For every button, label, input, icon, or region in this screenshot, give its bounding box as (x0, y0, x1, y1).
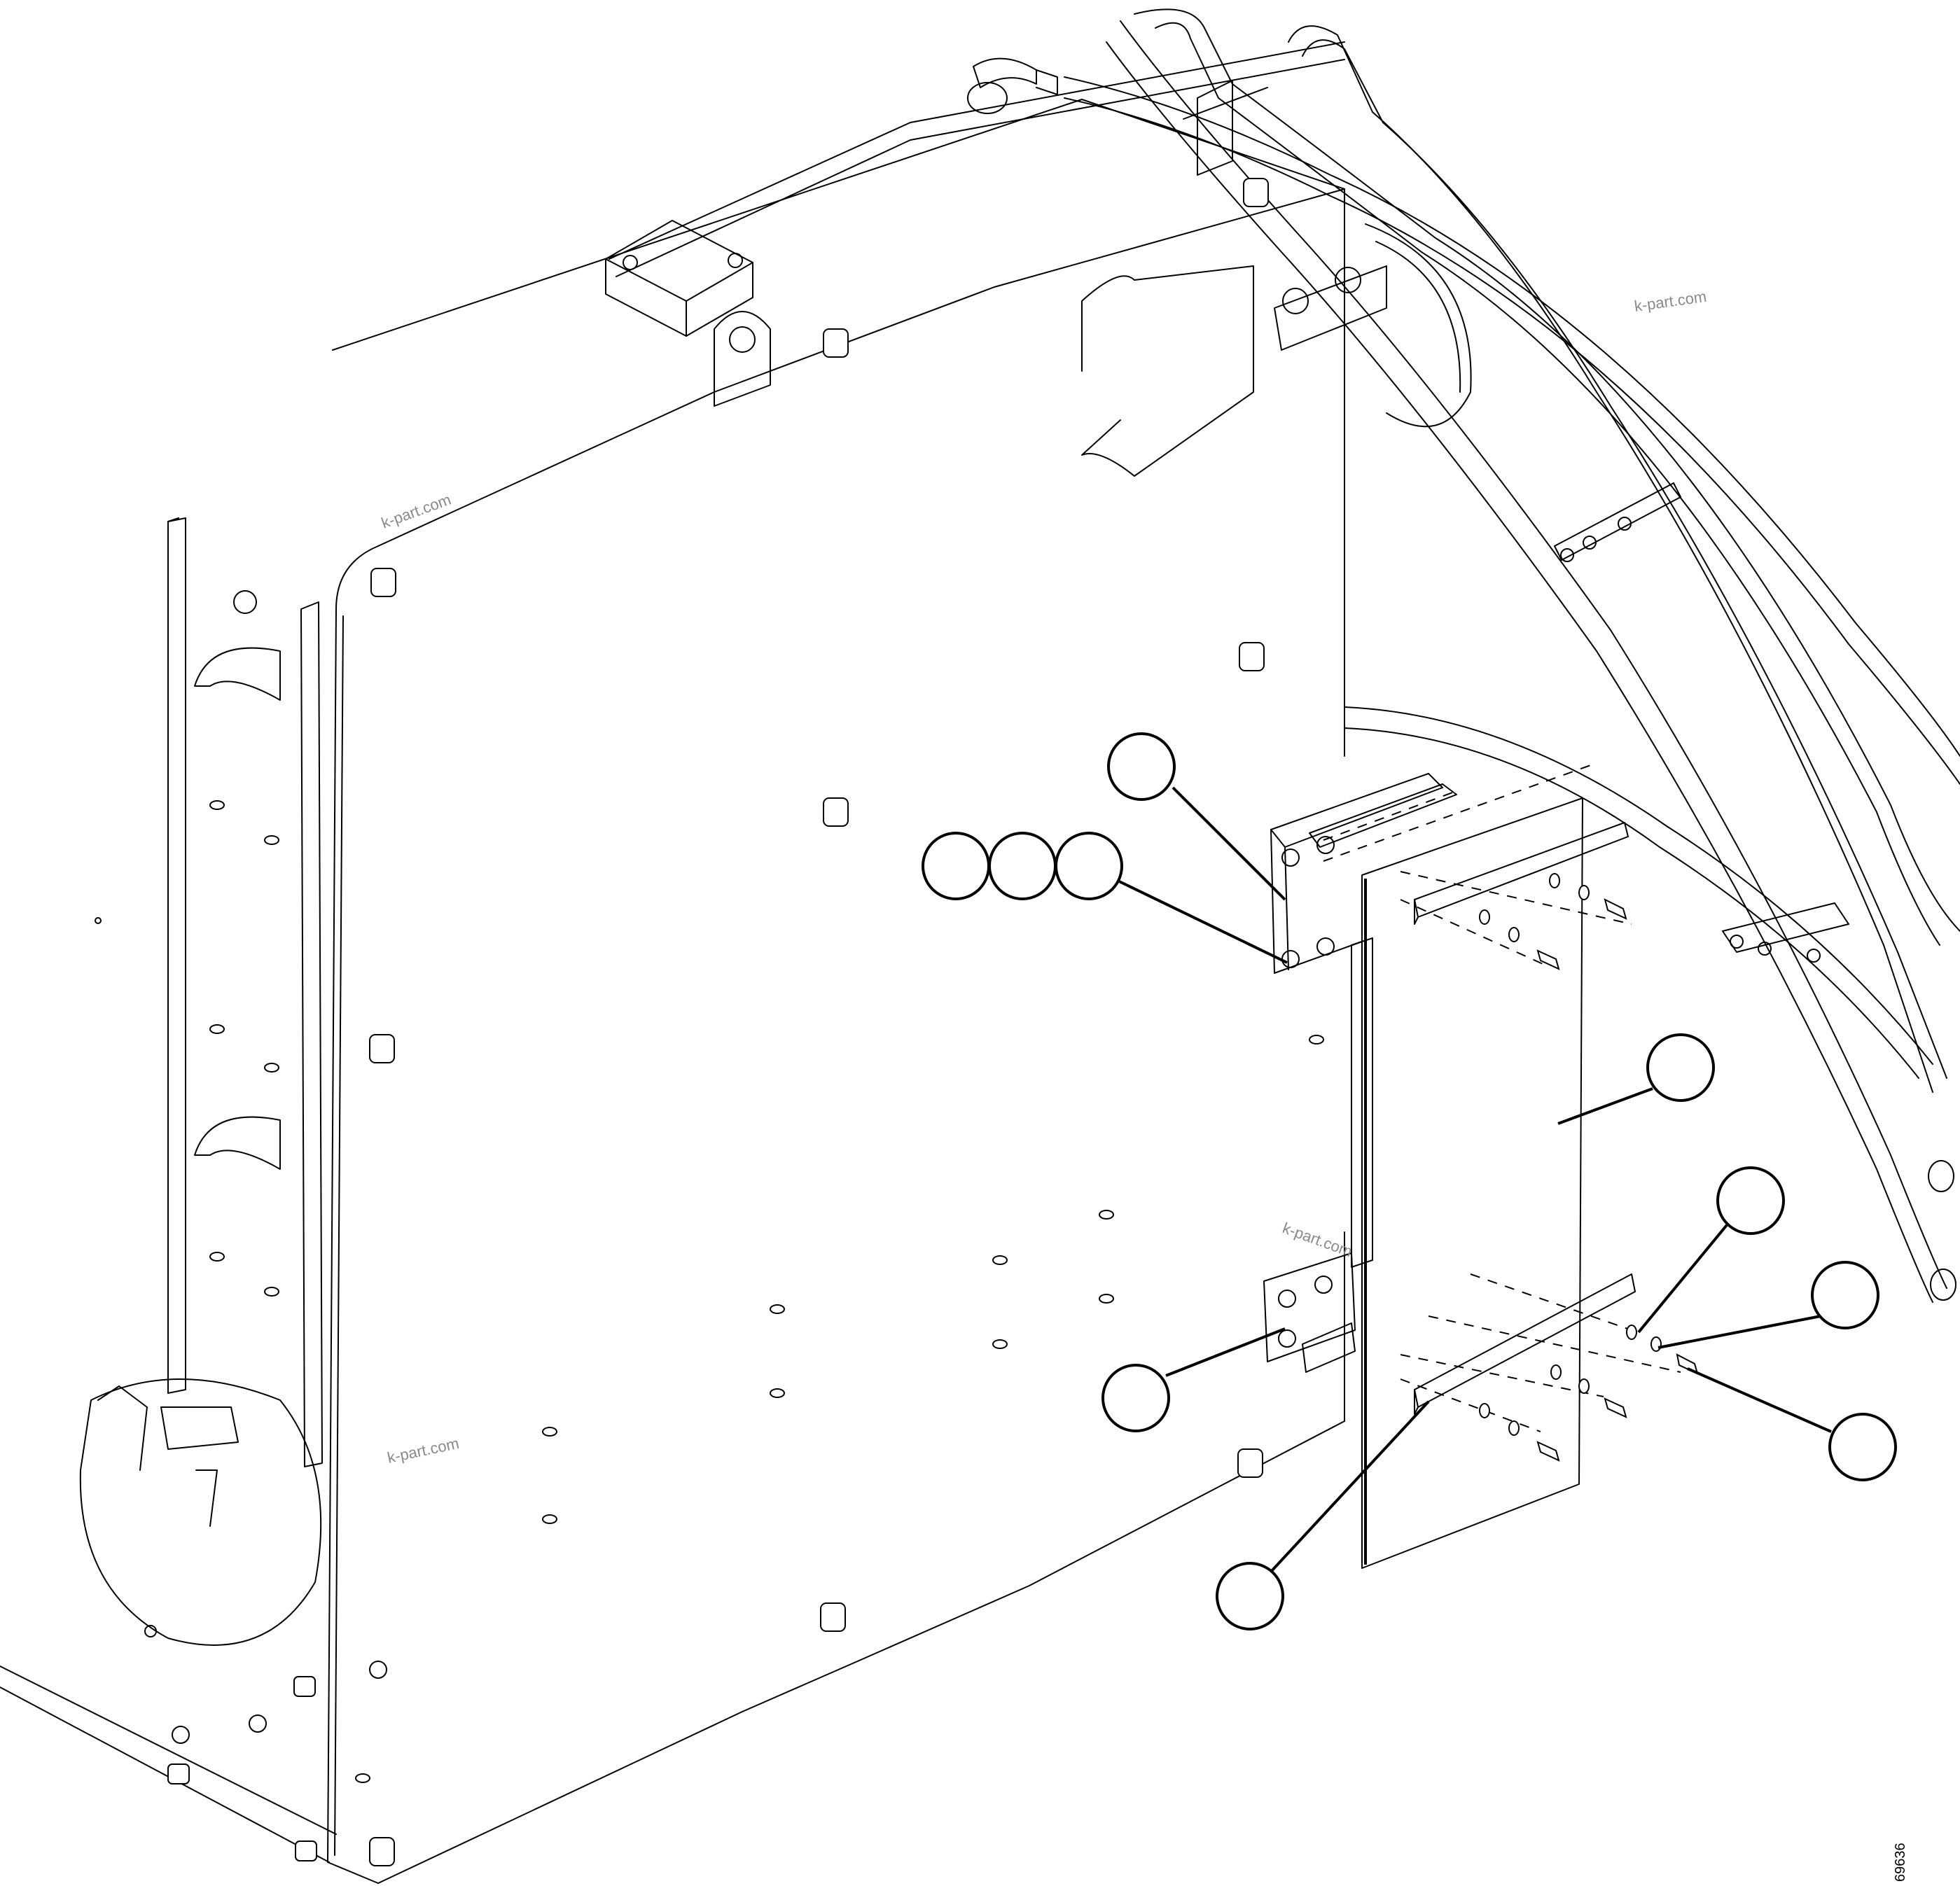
leader-line (1637, 1220, 1731, 1334)
callout-circle (1216, 1562, 1284, 1630)
callout-circle (1107, 732, 1176, 801)
elbow-fitting (967, 57, 1058, 114)
callout-circle (1811, 1261, 1879, 1329)
left-vertical-bar-2 (300, 601, 323, 1467)
fastener-axes (1323, 762, 1681, 1432)
watermark-text: k-part.com (1280, 1219, 1354, 1260)
half-round-clip-upper (194, 647, 281, 701)
callouts (922, 732, 1897, 1630)
locating-blocks (167, 178, 1269, 1866)
leader-line (1557, 1087, 1653, 1125)
callout-circle (1828, 1413, 1897, 1481)
callout-circle (1716, 1166, 1785, 1235)
watermark-text: k-part.com (386, 1434, 461, 1467)
side-mount-bracket (1081, 223, 1472, 477)
leader-line (1657, 1315, 1821, 1349)
leader-line (1113, 877, 1288, 964)
studs (95, 800, 1324, 1783)
top-junction-box (605, 220, 753, 337)
cover-plate (1361, 797, 1583, 1569)
callout-circle (1646, 1033, 1715, 1102)
callout-circle (1055, 832, 1123, 900)
radiator-panel (0, 41, 1345, 1884)
leader-line (1172, 786, 1286, 901)
lower-mounting-bracket (1263, 1252, 1356, 1373)
drawing-number: 69636 (1893, 1843, 1908, 1882)
callout-circle (922, 832, 990, 900)
callout-circle (988, 832, 1057, 900)
hose-clamp-lower (1722, 902, 1849, 963)
lifting-eye (714, 311, 771, 407)
lower-strip (1414, 1273, 1636, 1415)
leader-line (1270, 1400, 1430, 1573)
leader-line (1687, 1367, 1832, 1433)
hose-bundle (1064, 8, 1960, 1303)
upper-strip (1414, 822, 1629, 925)
hose-clamp-upper (1554, 482, 1681, 562)
upper-fasteners (1479, 873, 1627, 970)
callout-circle (1101, 1364, 1170, 1432)
half-round-clip-lower (194, 1116, 281, 1170)
watermark-text: k-part.com (1633, 288, 1707, 315)
left-vertical-bar-1 (167, 517, 186, 1394)
watermark-text: k-part.com (379, 491, 453, 532)
pipe-clamp-top (1183, 80, 1268, 176)
upper-mounting-bracket (1270, 773, 1457, 1268)
air-cleaner-cap (79, 1378, 322, 1646)
leader-line (1165, 1327, 1286, 1377)
top-nut (233, 590, 257, 614)
